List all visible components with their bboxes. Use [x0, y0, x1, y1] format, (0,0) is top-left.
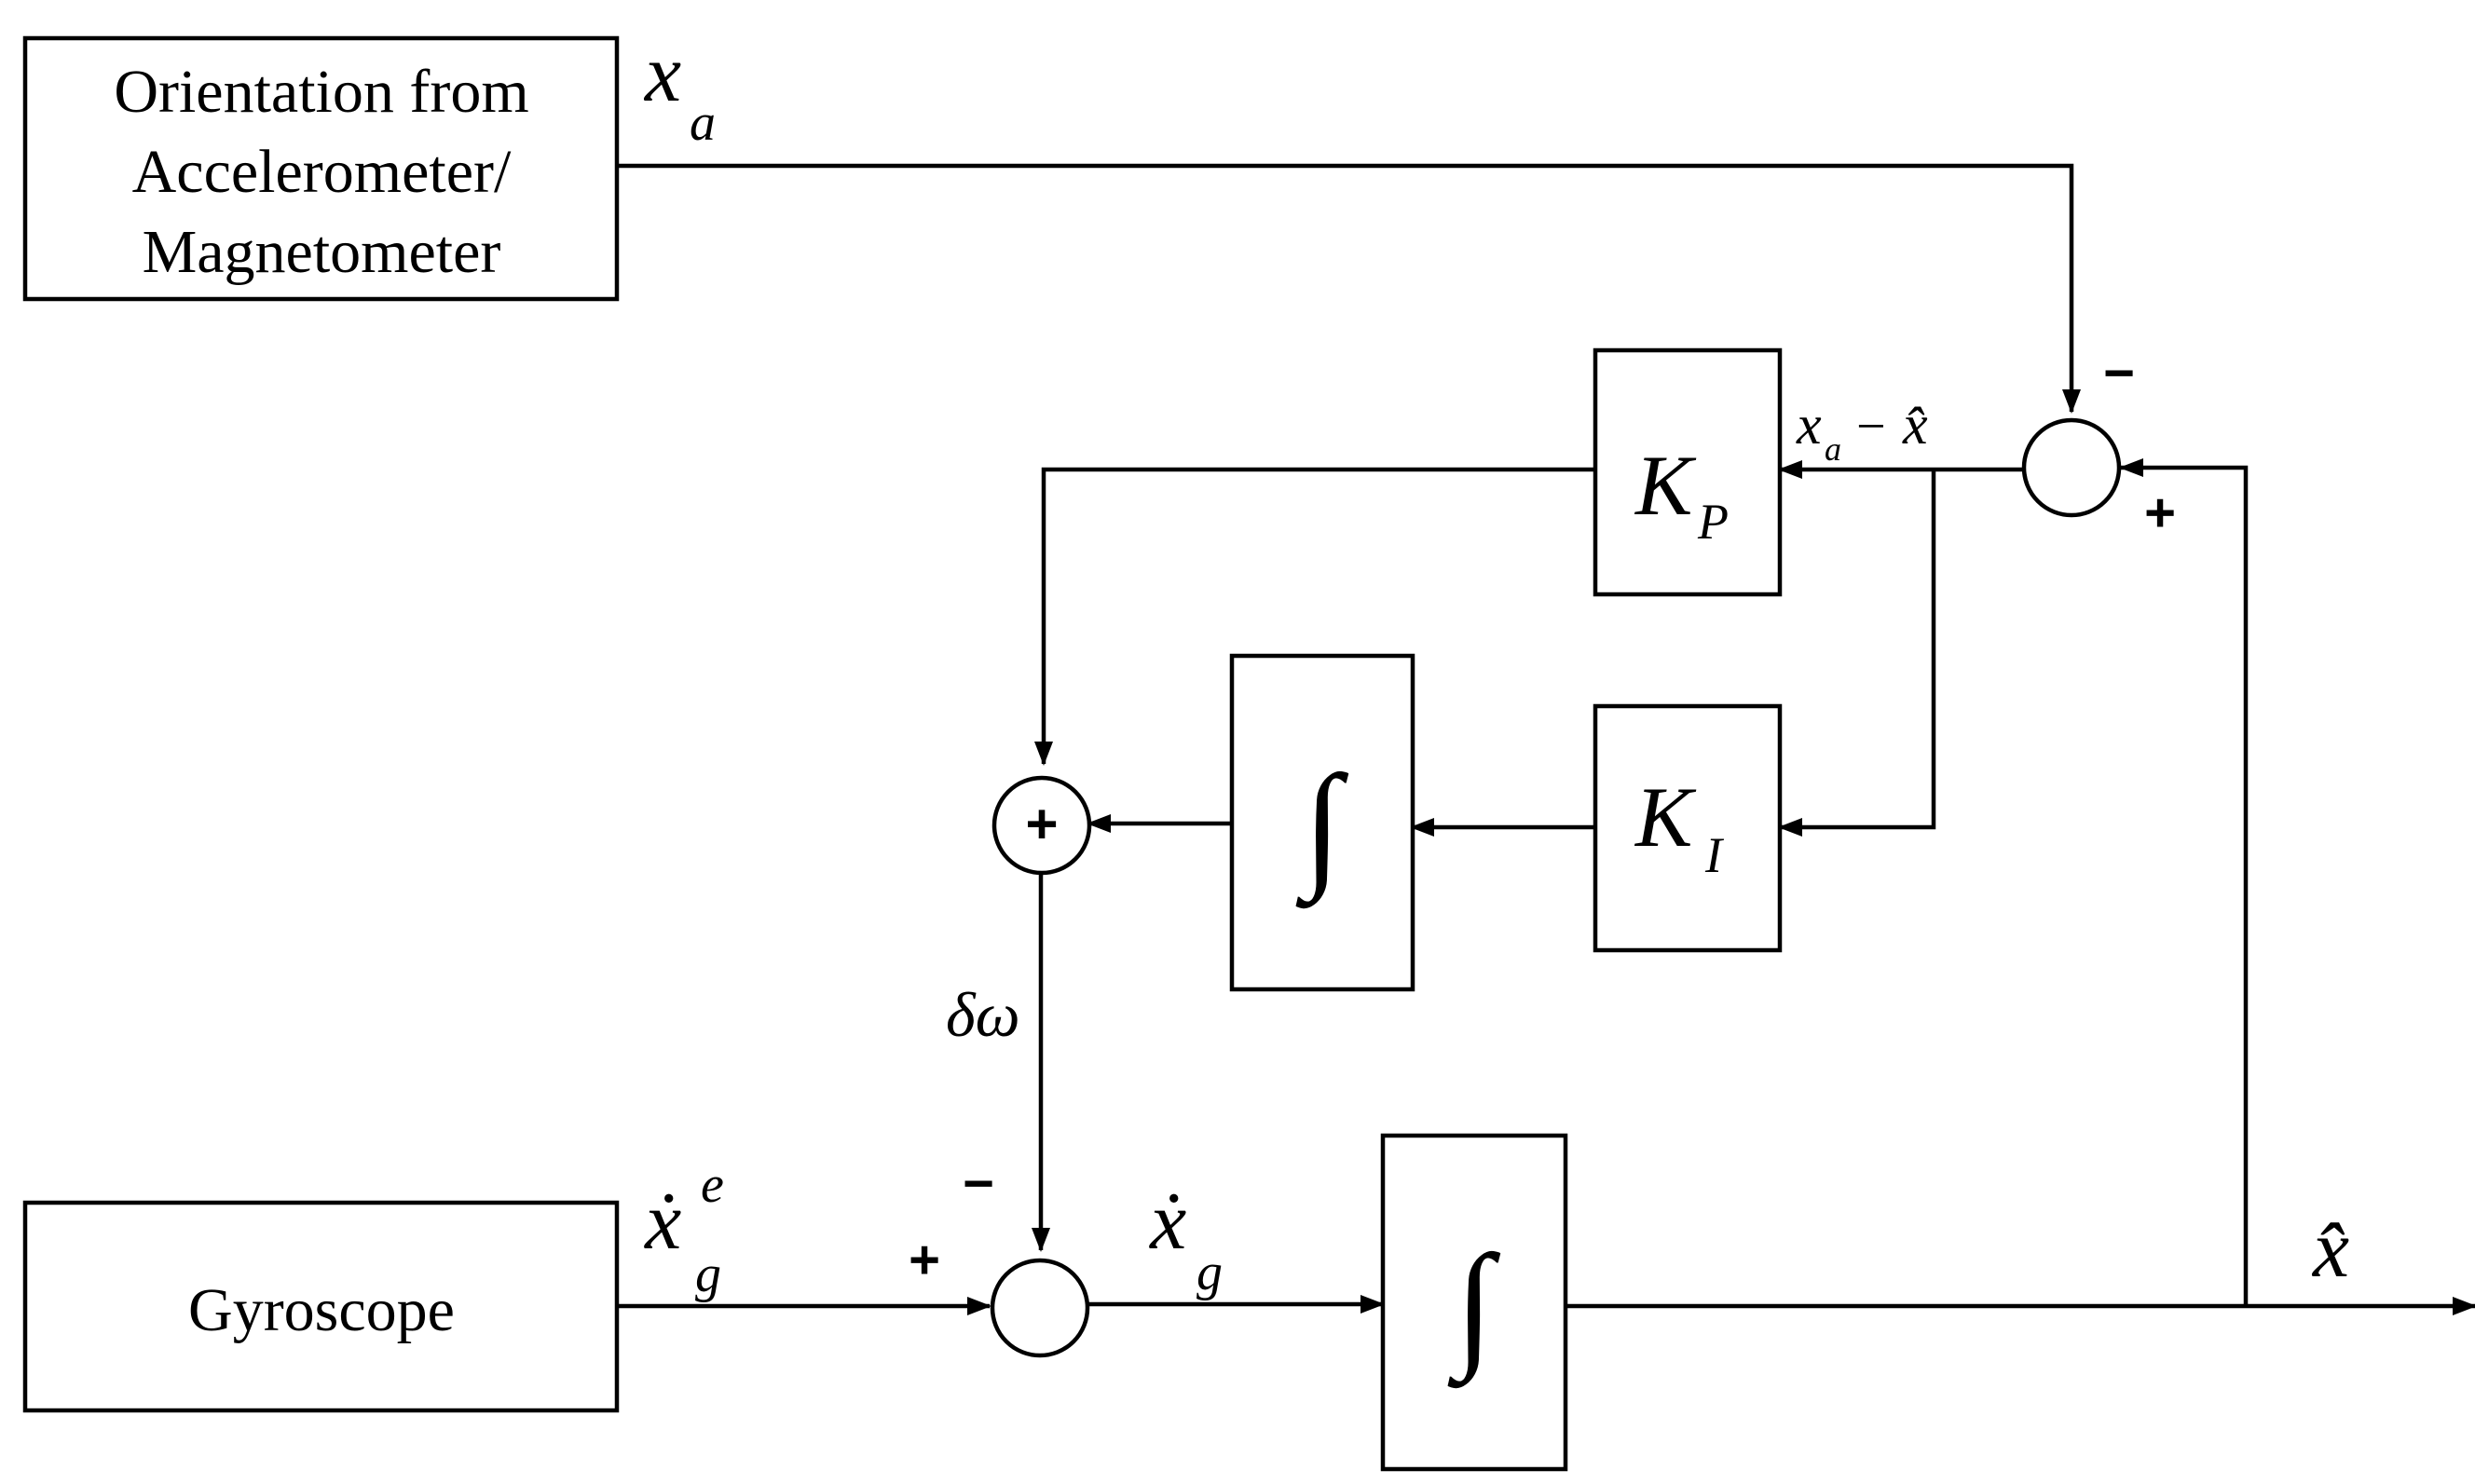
ki-subscript: I [1704, 827, 1725, 883]
upper-integral-symbol: ∫ [1295, 747, 1348, 909]
label-xa: x a [643, 29, 716, 152]
error-sum-minus: − [2103, 343, 2135, 403]
error-hat: x̂ [1902, 394, 1928, 456]
xa-base: x [643, 29, 681, 119]
error-summing-junction [2021, 417, 2122, 518]
pi-sum-plus: + [1025, 793, 1058, 855]
kp-symbol: K [1634, 438, 1697, 533]
orientation-label-line3: Magnetometer [143, 218, 501, 286]
orientation-label-line2: Accelerometer/ [132, 138, 512, 206]
label-x-dot-g: ẋ g [1149, 1177, 1223, 1301]
wire-kp-to-pisum [1034, 467, 1595, 766]
xdotg-base: ẋ [1149, 1177, 1186, 1267]
ki-block: K I [1593, 703, 1783, 953]
gyro-summing-junction [990, 1258, 1090, 1358]
xdotge-base: ẋ [644, 1177, 681, 1267]
label-x-hat-output: x̂ [2311, 1205, 2349, 1295]
orientation-block: Orientation from Accelerometer/ Magnetom… [22, 35, 620, 302]
xdotg-sub: g [1196, 1244, 1223, 1301]
label-x-dot-g-e: ẋ g e [644, 1156, 724, 1303]
label-error: x a − x̂ [1796, 394, 1928, 468]
label-delta-omega: δω [946, 979, 1020, 1050]
pi-summing-junction: + [991, 775, 1092, 876]
kp-block: K P [1593, 347, 1783, 597]
upper-integrator-block: ∫ [1229, 653, 1415, 992]
xdotge-sub: g [695, 1246, 721, 1303]
wire-feedback [2119, 458, 2249, 1306]
error-sub: a [1825, 430, 1841, 468]
wire-error-to-ki [1778, 470, 1936, 837]
ki-symbol: K [1634, 769, 1697, 865]
wire-xa [617, 163, 2081, 414]
xa-sub: a [690, 94, 716, 152]
lower-integral-symbol: ∫ [1447, 1227, 1500, 1389]
gyroscope-label: Gyroscope [188, 1276, 455, 1344]
error-op: − [1856, 398, 1886, 456]
kp-subscript: P [1697, 494, 1729, 550]
gyro-sum-minus: − [963, 1153, 994, 1214]
error-base: x [1796, 394, 1822, 456]
orientation-label-line1: Orientation from [114, 58, 528, 126]
gyro-sum-plus: + [909, 1230, 940, 1290]
lower-integrator-block: ∫ [1380, 1133, 1568, 1472]
xdotge-sup: e [701, 1156, 724, 1214]
error-sum-plus: + [2144, 483, 2176, 543]
gyroscope-block: Gyroscope [22, 1200, 620, 1413]
